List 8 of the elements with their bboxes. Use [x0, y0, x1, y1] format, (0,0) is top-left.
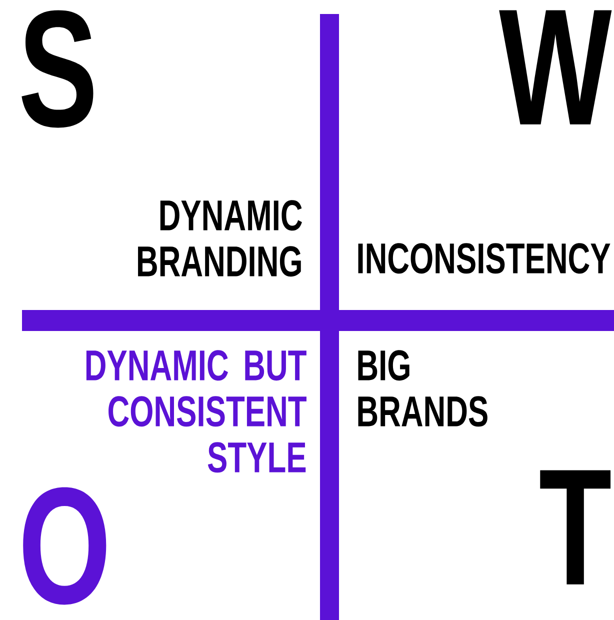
quadrant-letter: T — [540, 470, 611, 584]
quadrant-text: BIG BRANDS — [358, 350, 488, 427]
quadrant-text: DYNAMIC BRANDING — [138, 200, 302, 277]
quadrant-letter: O — [23, 487, 106, 605]
quadrant-letter: S — [22, 10, 94, 128]
quadrant-text: INCONSISTENCY — [358, 243, 610, 274]
quadrant-letter: W — [499, 10, 612, 124]
quadrant-text: DYNAMIC BUT CONSISTENT STYLE — [86, 350, 306, 473]
